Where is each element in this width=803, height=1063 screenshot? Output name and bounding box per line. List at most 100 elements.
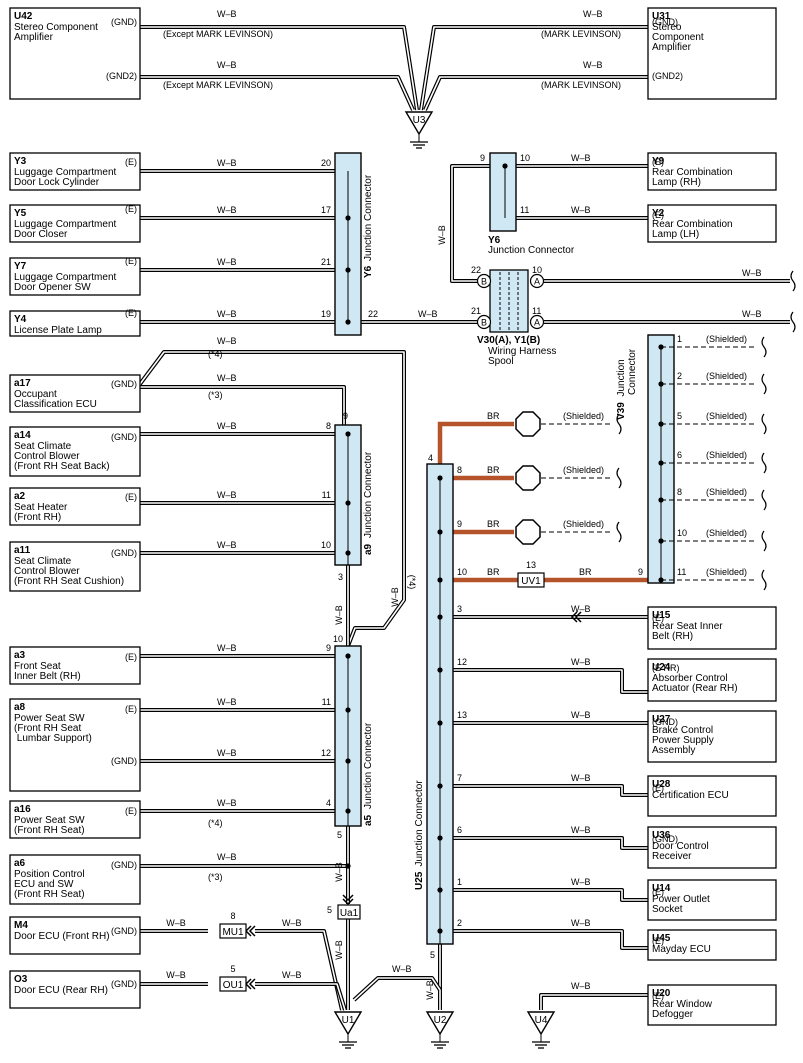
pin-number: 10 [457, 567, 467, 577]
terminal-gnd: (GND) [111, 432, 137, 442]
junction-label-v39-id: V39 [616, 402, 627, 420]
terminal-e: (E) [125, 652, 137, 662]
pin-number: 9 [326, 643, 331, 653]
wire-u31-gnd2-core [424, 76, 648, 111]
wire-label: W–B [571, 710, 591, 720]
wire-label: W–B [583, 60, 603, 70]
shield-splice-icon [515, 519, 541, 545]
ground-point-u2 [425, 1011, 455, 1036]
component-u28 [647, 775, 777, 817]
note-except-ml: (Except MARK LEVINSON) [163, 29, 273, 39]
pin-number: 3 [338, 572, 343, 582]
ground-id-u3: U3 [413, 115, 426, 126]
wire-layer [138, 25, 790, 1011]
component-name-u28: Certification ECU [652, 790, 729, 801]
component-y2 [647, 204, 777, 243]
component-id-a14: a14 [14, 430, 31, 441]
note-shielded: (Shielded) [706, 450, 747, 460]
component-name-a16: Power Seat SW(Front RH Seat) [14, 815, 85, 836]
component-u45 [647, 929, 777, 961]
inline-connector-ou1 [219, 976, 247, 992]
wire-label: W–B [742, 268, 762, 278]
wire-label: W–B [425, 980, 435, 1000]
component-name-y4: License Plate Lamp [14, 325, 102, 336]
wire-label: W–B [571, 918, 591, 928]
component-id-y4: Y4 [14, 314, 27, 325]
terminal-e: (E) [652, 991, 664, 1001]
component-y5 [9, 204, 141, 243]
terminal-e: (E) [652, 783, 664, 793]
wire-label: W–B [571, 604, 591, 614]
component-y7 [9, 257, 141, 296]
pin-number: 10 [532, 265, 542, 275]
wire-u25-p12 [440, 668, 648, 694]
pin-number: 12 [321, 748, 331, 758]
pin-number: 5 [677, 411, 682, 421]
wire-y6-9-spool-core [451, 165, 490, 282]
wire-u25-p1 [440, 888, 648, 902]
note-except-ml: (Except MARK LEVINSON) [163, 80, 273, 90]
wire-u20-u4-core [540, 994, 648, 1010]
spool-pin-a [529, 273, 545, 289]
wire-label: W–B [571, 825, 591, 835]
wire-label: W–B [571, 153, 591, 163]
component-a3 [9, 646, 141, 685]
wire-label: W–B [437, 225, 447, 245]
spool-pin-b [476, 273, 492, 289]
wire-a17-n4-core [139, 351, 405, 647]
pin-number: 5 [327, 905, 332, 915]
wire-label-br: BR [487, 519, 500, 529]
wire-label: W–B [392, 964, 412, 974]
wire-label-br: BR [487, 465, 500, 475]
pin-number: 1 [457, 877, 462, 887]
component-u31 [647, 7, 777, 100]
wire-u25-p1-core [440, 889, 648, 901]
note-n4-vertical: (*4) [407, 575, 417, 590]
ground-icon [430, 1033, 450, 1049]
junction-label-y6-id: Y6 [363, 265, 374, 278]
component-name-a8: Power Seat SW(Front RH Seat Lumbar Suppo… [14, 713, 92, 744]
note-shielded: (Shielded) [706, 567, 747, 577]
pin-number: 20 [321, 158, 331, 168]
wiring-harness-spool [489, 269, 529, 333]
component-id-y5: Y5 [14, 208, 27, 219]
component-name-u45: Mayday ECU [652, 944, 711, 955]
wire-label: W–B [571, 981, 591, 991]
pin-number: 5 [337, 830, 342, 840]
pin-number: 1 [677, 334, 682, 344]
wire-br-u25-4 [437, 421, 514, 464]
junction-label-a9-label: Junction Connector [363, 451, 374, 538]
wire-u1-u2-link-core [353, 977, 441, 1001]
pin-number: 9 [480, 153, 485, 163]
connector-arrow-icon [342, 894, 354, 902]
note-ml: (MARK LEVINSON) [541, 80, 621, 90]
component-id-a11: a11 [14, 545, 31, 556]
wire-label: W–B [418, 309, 438, 319]
pin-number: 11 [532, 306, 541, 316]
wire-u25-p2 [440, 929, 648, 950]
wire-label: W–B [166, 970, 186, 980]
wire-label-br: BR [579, 567, 592, 577]
spool-pin-label: B [481, 277, 487, 287]
terminal-gnd: (GND) [652, 834, 678, 844]
wire-u31-gnd-core [420, 26, 648, 111]
wire-label: W–B [334, 940, 344, 960]
pin-number: 6 [457, 825, 462, 835]
terminal-e: (E) [125, 308, 137, 318]
component-id-u14: U14 [652, 883, 671, 894]
wire-u25-p6 [440, 836, 648, 850]
component-a14 [9, 426, 141, 477]
pin-number: 10 [520, 153, 530, 163]
component-id-y2: Y2 [652, 208, 665, 219]
